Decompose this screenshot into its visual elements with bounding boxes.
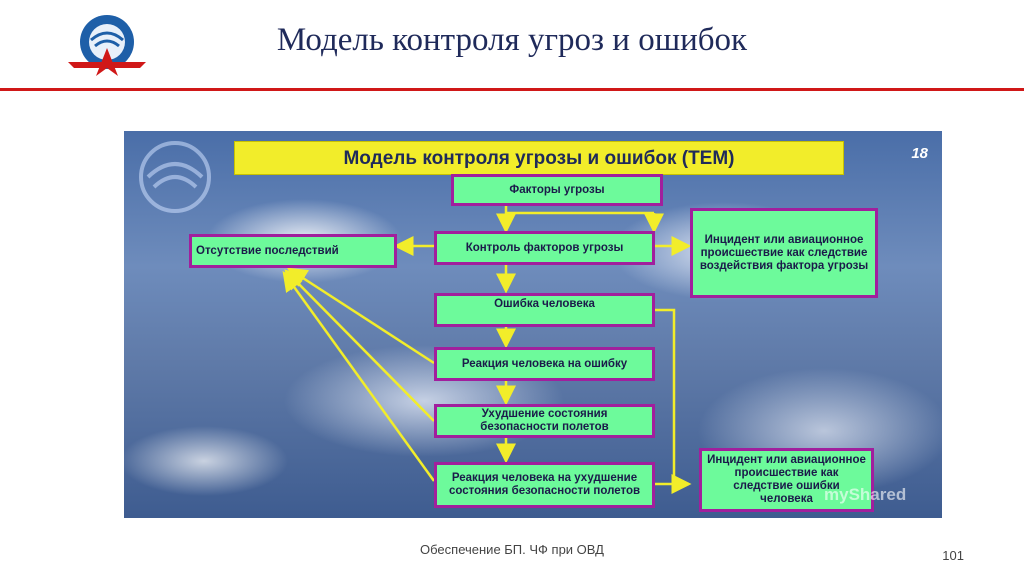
box-safety-degradation: Ухудшение состояния безопасности полетов — [434, 404, 655, 438]
box-incident-threat: Инцидент или авиационное происшествие ка… — [690, 208, 878, 298]
tem-diagram-image: Модель контроля угрозы и ошибок (ТЕМ) 18… — [124, 131, 942, 518]
slide-number: 101 — [942, 548, 964, 563]
title-divider — [0, 88, 1024, 91]
arrow-reaction-to-noconseq — [286, 267, 435, 365]
arrow-error-to-incident2 — [654, 308, 676, 476]
diagram-title: Модель контроля угрозы и ошибок (ТЕМ) — [234, 141, 844, 175]
watermark-text: myShared — [824, 485, 907, 504]
arrow-reaction2-to-noconseq — [282, 270, 436, 482]
arrows-layer — [282, 204, 692, 494]
box-human-error: Ошибка человека — [434, 293, 655, 327]
box-threat-factors: Факторы угрозы — [451, 174, 663, 206]
footer-text: Обеспечение БП. ЧФ при ОВД — [420, 542, 604, 557]
box-reaction-to-error: Реакция человека на ошибку — [434, 347, 655, 381]
company-logo — [62, 12, 152, 82]
diagram-page-number: 18 — [911, 145, 928, 162]
faded-logo-icon — [130, 137, 220, 217]
box-reaction-to-degradation: Реакция человека на ухудшение состояния … — [434, 462, 655, 508]
arrow-degradation-to-noconseq — [284, 269, 435, 422]
box-control-threat-factors: Контроль факторов угрозы — [434, 231, 655, 265]
box-incident-error: Инцидент или авиационное происшествие ка… — [699, 448, 874, 512]
box-no-consequences: Отсутствие последствий — [189, 234, 397, 268]
page-title: Модель контроля угроз и ошибок — [276, 22, 748, 58]
